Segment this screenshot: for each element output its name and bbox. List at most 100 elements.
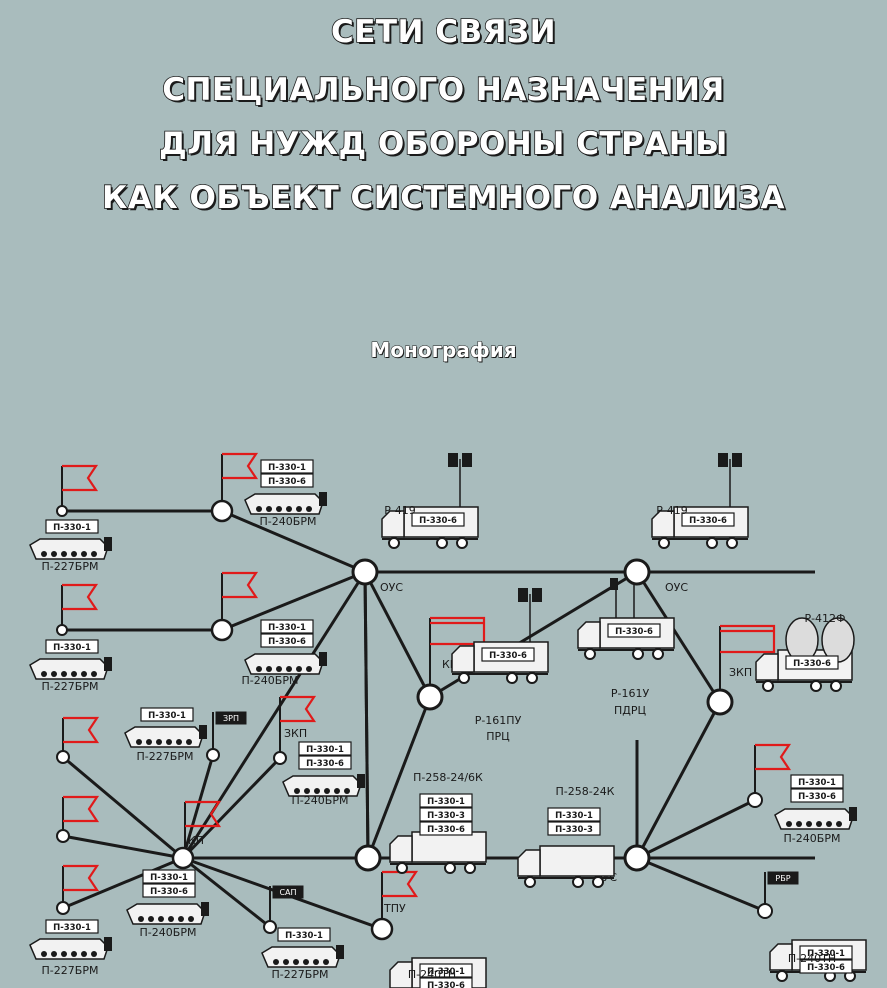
module-label: П-330-1	[555, 811, 593, 821]
vehicle-truck: П-330-6Р-419	[381, 453, 479, 549]
vehicle-apc: П-330-1П-330-6П-240БРМ	[774, 774, 857, 845]
node-small	[206, 748, 220, 762]
vehicle-apc: П-330-1П-227БРМ	[261, 927, 344, 981]
module-box	[790, 774, 844, 789]
module-label: П-330-6	[427, 981, 465, 988]
node-ous-top-right	[623, 558, 651, 586]
vehicle-label: Р-419	[656, 504, 688, 517]
module-label: П-330-6	[268, 477, 306, 487]
module-label: П-330-6	[615, 627, 653, 637]
vehicle-apc: П-330-1П-227БРМ	[29, 919, 112, 977]
module-label: П-330-1	[53, 643, 91, 653]
module-box	[799, 945, 853, 960]
vehicle-apc: П-330-1П-330-6П-240БРМ	[126, 869, 209, 939]
vehicle-label: П-258-24К	[555, 785, 614, 798]
label-tpu: ТПУ	[383, 902, 406, 915]
vehicle-label: П-240БРМ	[784, 832, 841, 845]
vehicle-label: П-240ТН	[408, 968, 456, 981]
node-center-bottom	[354, 844, 382, 872]
module-box	[607, 623, 661, 638]
title-line-2: СПЕЦИАЛЬНОГО НАЗНАЧЕНИЯ	[161, 71, 725, 109]
module-label: П-330-1	[306, 745, 344, 755]
label-ous-top-right: ОУС	[665, 581, 688, 594]
module-box	[790, 788, 844, 803]
module-box	[260, 459, 314, 474]
module-label: П-330-1	[807, 949, 845, 959]
vehicle-label: П-227БРМ	[272, 968, 329, 981]
module-box	[799, 959, 853, 974]
vehicle-label: П-258-24/6К	[413, 771, 483, 784]
vehicle-truck: П-330-6 Р-412Ф	[755, 612, 855, 692]
vehicle-truck: П-330-1П-330-6П-240ТН	[769, 939, 867, 982]
flag-label-sap: САП	[279, 888, 296, 897]
vehicle-label: П-227БРМ	[42, 560, 99, 573]
module-box	[45, 639, 99, 654]
node-small	[56, 901, 70, 915]
node-medium	[210, 499, 234, 523]
nodes	[56, 499, 773, 941]
vehicle-label: П-240БРМ	[292, 794, 349, 807]
module-label: П-330-6	[793, 659, 831, 669]
flag-label-zrp: ЗРП	[223, 714, 239, 723]
vehicle-apc: П-330-1П-227БРМ	[29, 519, 112, 573]
vehicle-label: П-240БРМ	[242, 674, 299, 687]
network-links	[62, 509, 815, 931]
module-box	[298, 755, 352, 770]
node-kp-left	[171, 846, 195, 870]
module-label: П-330-1	[427, 967, 465, 977]
module-box	[681, 512, 735, 527]
module-label: П-330-1	[148, 711, 186, 721]
vehicle-truck: П-330-1П-330-3П-330-6П-258-24/6К	[389, 771, 487, 874]
vehicle-label: П-227БРМ	[42, 964, 99, 977]
vehicle-sublabel: ПДРЦ	[614, 704, 646, 717]
module-box	[142, 883, 196, 898]
node-small	[273, 751, 287, 765]
node-small	[56, 750, 70, 764]
vehicle-apc: П-330-1П-330-6П-240БРМ	[244, 459, 327, 528]
label-zkp-right: ЗКП	[729, 666, 752, 679]
module-label: П-330-6	[798, 792, 836, 802]
module-label: П-330-6	[807, 963, 845, 973]
module-box	[140, 707, 194, 722]
vehicle-label: П-240ТН	[788, 952, 836, 965]
module-box	[260, 619, 314, 634]
vehicle-label: П-240БРМ	[140, 926, 197, 939]
label-ous-top-left: ОУС	[380, 581, 403, 594]
flags: ЗРП САП РБР	[61, 452, 799, 929]
module-label: П-330-1	[427, 797, 465, 807]
vehicle-truck: П-330-1П-330-6П-240ТН	[389, 957, 487, 988]
module-box	[45, 919, 99, 934]
node-small	[263, 920, 277, 934]
module-label: П-330-3	[427, 811, 465, 821]
vehicles: П-330-1П-227БРМП-330-1П-330-6П-240БРМП-3…	[29, 453, 867, 988]
flag-label-rbr: РБР	[775, 874, 790, 883]
module-label: П-330-6	[419, 516, 457, 526]
node-ous-bottom	[623, 844, 651, 872]
subtitle: Монография	[370, 338, 517, 363]
module-box	[785, 655, 839, 670]
title-line-4: КАК ОБЪЕКТ СИСТЕМНОГО АНАЛИЗА	[101, 179, 785, 217]
module-box	[260, 473, 314, 488]
vehicle-label: П-227БРМ	[42, 680, 99, 693]
vehicle-apc: П-330-1П-330-6П-240БРМ	[242, 619, 327, 687]
node-small	[757, 903, 773, 919]
vehicle-apc: П-330-1П-227БРМ	[124, 707, 207, 763]
vehicle-label: Р-412Ф	[804, 612, 845, 625]
vehicle-label: П-227БРМ	[137, 750, 194, 763]
module-box	[142, 869, 196, 884]
title-line-3: ДЛЯ НУЖД ОБОРОНЫ СТРАНЫ	[158, 125, 728, 163]
module-label: П-330-6	[689, 516, 727, 526]
module-box	[45, 519, 99, 534]
module-label: П-330-1	[53, 523, 91, 533]
module-box	[547, 807, 601, 822]
node-ous-top-left	[351, 558, 379, 586]
label-zkp-left: ЗКП	[284, 727, 307, 740]
module-label: П-330-1	[268, 623, 306, 633]
vehicle-label: Р-419	[384, 504, 416, 517]
module-box	[419, 977, 473, 988]
node-small	[747, 792, 763, 808]
module-box	[419, 793, 473, 808]
module-label: П-330-1	[285, 931, 323, 941]
module-label: П-330-6	[489, 651, 527, 661]
